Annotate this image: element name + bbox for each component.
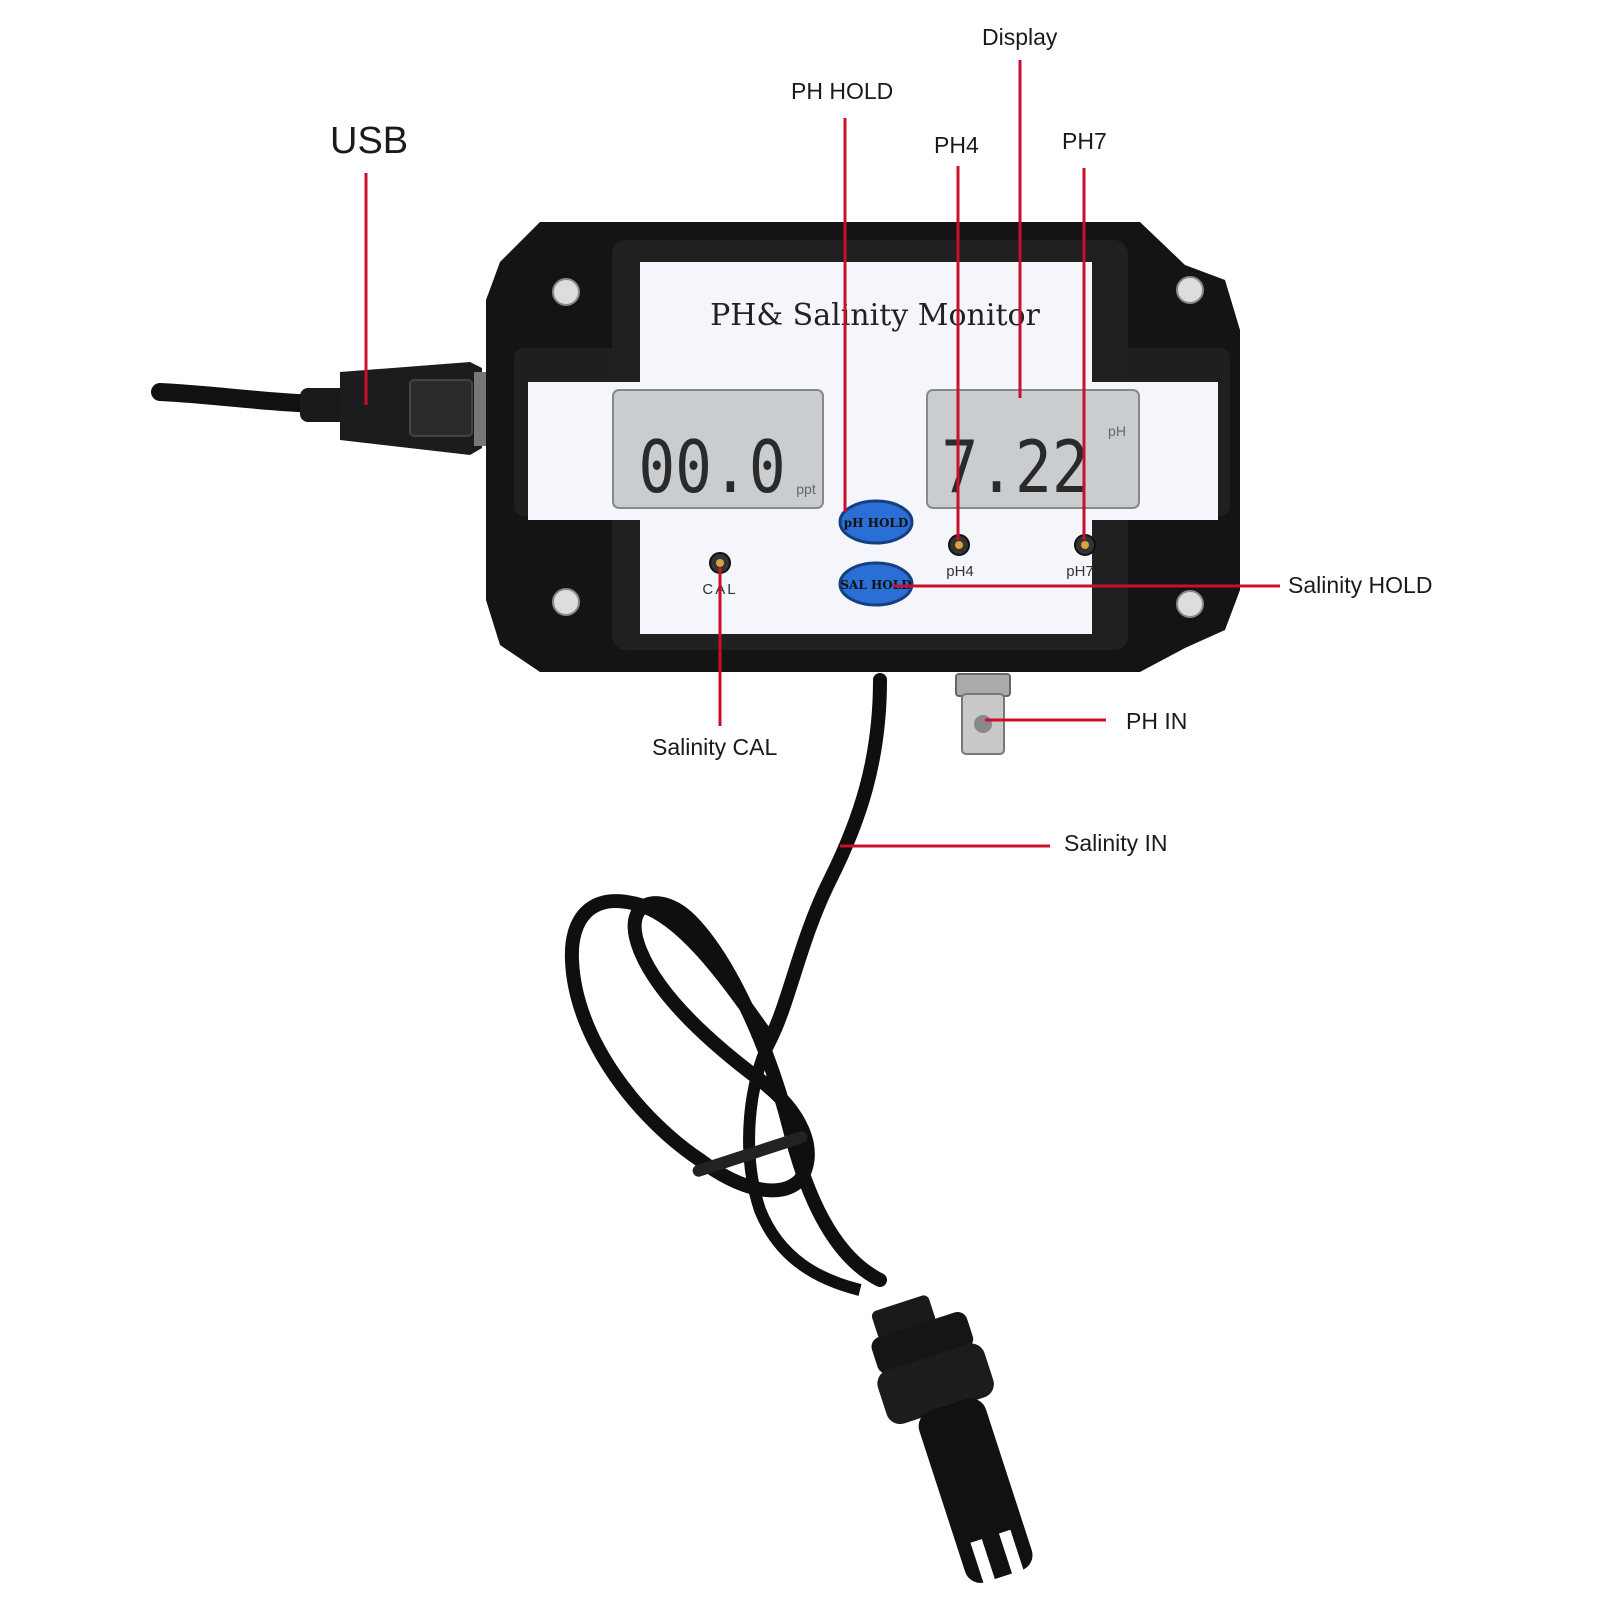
lcd-ph <box>926 389 1140 509</box>
lcd-ph-value: 7.22 <box>941 425 1088 509</box>
salinity-cable <box>564 673 887 1287</box>
ph4-port-label: pH4 <box>946 563 974 580</box>
lcd-salinity-value: 00.0 <box>638 425 785 509</box>
ph-hold-button[interactable] <box>838 499 914 545</box>
cable-tie <box>692 1131 808 1177</box>
callout-usb: USB <box>330 120 409 162</box>
sal-hold-button-label: SAL HOLD <box>840 578 911 592</box>
callout-salinity-cal: Salinity CAL <box>652 734 778 760</box>
lcd-salinity <box>612 389 824 509</box>
ph-hold-button-label: pH HOLD <box>844 516 909 530</box>
ph7-port-label: pH7 <box>1066 563 1094 580</box>
callout-ph4: PH4 <box>934 132 979 158</box>
lcd-salinity-unit: ppt <box>796 481 816 497</box>
bnc-connector <box>955 673 1011 755</box>
salinity-cable-loop <box>743 1037 862 1296</box>
callout-ph-hold: PH HOLD <box>791 78 894 104</box>
usb-strain-relief <box>300 388 352 422</box>
usb-plug-face <box>409 379 473 437</box>
lcd-ph-unit: pH <box>1108 423 1126 439</box>
usb-cable <box>151 383 327 413</box>
corner-screws <box>552 276 1204 618</box>
usb-metal-tip <box>474 372 488 446</box>
callout-display: Display <box>982 24 1058 50</box>
callout-ph7: PH7 <box>1062 128 1107 154</box>
sal-hold-button[interactable] <box>838 561 914 607</box>
salinity-probe <box>871 1295 1033 1591</box>
callout-salinity-hold: Salinity HOLD <box>1288 572 1433 598</box>
callout-ph-in: PH IN <box>1126 708 1188 734</box>
device-title: PH& Salinity Monitor <box>710 298 1040 333</box>
leader-lines <box>364 60 1280 848</box>
callout-salinity-in: Salinity IN <box>1064 830 1168 856</box>
